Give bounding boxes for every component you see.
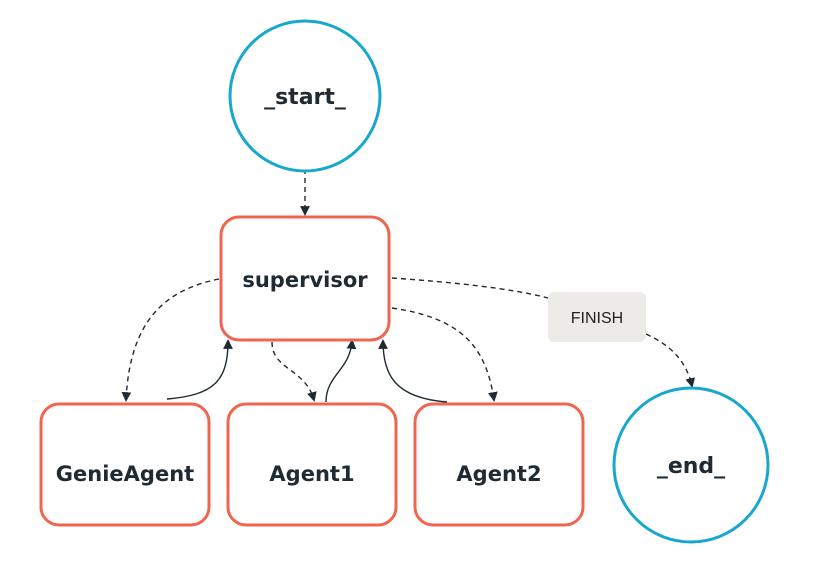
edge-supervisor-genieagent: [121, 278, 220, 402]
node-supervisor[interactable]: supervisor: [219, 215, 391, 342]
edge-label-finish: FINISH: [548, 292, 646, 342]
node-start-label: _start_: [264, 85, 346, 110]
node-end-label: _end_: [657, 454, 725, 479]
edge-agent1-supervisor: [325, 339, 357, 403]
node-end[interactable]: _end_: [612, 386, 770, 544]
node-agent1-label: Agent1: [269, 462, 354, 486]
edge-agent2-supervisor: [378, 339, 448, 403]
node-agent2-label: Agent2: [456, 462, 541, 486]
edge-supervisor-agent2: [391, 307, 498, 402]
node-agent2[interactable]: Agent2: [413, 402, 585, 527]
edge-label-finish-text: FINISH: [571, 310, 623, 327]
edge-supervisor-finish: [391, 277, 549, 299]
edge-supervisor-agent1: [271, 341, 317, 402]
edges: [121, 169, 696, 403]
node-start[interactable]: _start_: [228, 19, 382, 173]
node-agent1[interactable]: Agent1: [226, 402, 398, 527]
edge-genieagent-supervisor: [166, 339, 233, 400]
node-supervisor-label: supervisor: [242, 268, 368, 292]
edge-finish-end: [645, 333, 696, 388]
node-genie-agent-label: GenieAgent: [56, 462, 194, 486]
node-genie-agent[interactable]: GenieAgent: [39, 402, 211, 527]
